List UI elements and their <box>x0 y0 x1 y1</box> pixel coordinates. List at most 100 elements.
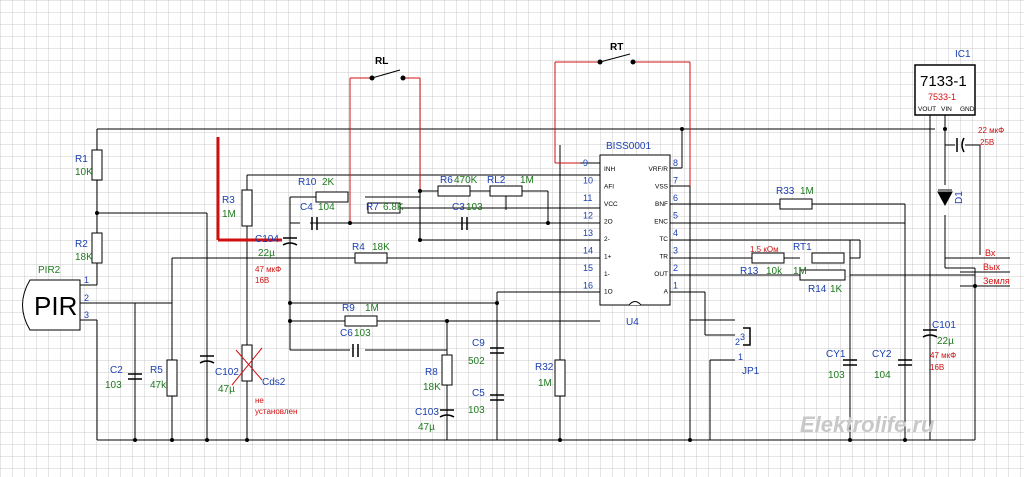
r4-ref: R4 <box>352 242 365 253</box>
chip-pin-name-12: 2O <box>604 219 613 226</box>
r10-val: 2K <box>322 177 335 188</box>
chip-pin-num-15: 15 <box>583 263 593 273</box>
c9-val: 502 <box>468 356 485 367</box>
c101-ref: C101 <box>932 320 956 331</box>
jumper-bracket <box>743 327 751 346</box>
chip-pin-num-10: 10 <box>583 176 593 186</box>
cy2-val: 104 <box>874 370 891 381</box>
chip-pin-num-4: 4 <box>673 228 678 238</box>
chip-pin-name-1: A <box>664 289 669 296</box>
ic1-pin-gnd: GND <box>960 106 975 113</box>
r32-ref: R32 <box>535 362 554 373</box>
c101-note-2: 16В <box>930 363 944 372</box>
r1-ref: R1 <box>75 154 88 165</box>
c104-note-2: 16В <box>255 276 269 285</box>
c101-val: 22µ <box>937 336 954 347</box>
chip-pin-num-1: 1 <box>673 281 678 291</box>
cds2-note-2: установлен <box>255 407 297 416</box>
ic1-pin-vin: VIN <box>941 106 952 113</box>
pir-pin-3: 3 <box>84 310 89 320</box>
chip-pin-name-2: OUT <box>654 271 668 278</box>
r7-val: 6.8K <box>383 202 404 213</box>
chip-pin-name-11: VCC <box>604 201 618 208</box>
c102-ref: C102 <box>215 367 239 378</box>
r7-ref: R7 <box>366 202 379 213</box>
c3-ref: C3 <box>452 202 465 213</box>
chip-pin-name-5: ENC <box>654 219 668 226</box>
switch-rt <box>597 53 636 65</box>
chip-pin-name-8: VRF/R <box>649 166 669 173</box>
pir-pin-1: 1 <box>84 275 89 285</box>
chip-pin-name-10: AFI <box>604 184 614 191</box>
r4-val: 18K <box>372 242 390 253</box>
jp-pin-3: 3 <box>740 332 745 342</box>
c101-note-1: 47 мкФ <box>930 351 956 360</box>
cy2-ref: CY2 <box>872 349 892 360</box>
jp1-ref: JP1 <box>742 366 760 377</box>
chip-pin-num-8: 8 <box>673 158 678 168</box>
switch-rt-label: RT <box>610 42 623 53</box>
chip-name: BISS0001 <box>606 141 651 152</box>
c104-val: 22µ <box>258 248 275 259</box>
ic1-cap-note-2: 25В <box>980 138 994 147</box>
output-vx: Вх <box>985 248 996 258</box>
chip-pin-num-2: 2 <box>673 263 678 273</box>
chip-pin-name-7: VSS <box>655 184 669 191</box>
pir-sensor <box>22 279 81 331</box>
chip-u4 <box>599 154 671 306</box>
r8-ref: R8 <box>425 367 438 378</box>
chip-pin-num-11: 11 <box>583 193 592 203</box>
chip-pin-name-6: BNF <box>655 201 668 208</box>
d1-ref: D1 <box>954 191 965 204</box>
r1-val: 10K <box>75 167 93 178</box>
chip-pin-name-9: INH <box>604 166 616 173</box>
chip-pin-num-7: 7 <box>673 176 678 186</box>
resistors <box>91 149 846 397</box>
chip-pin-name-3: TR <box>659 254 668 261</box>
jp-pin-2: 2 <box>735 337 740 347</box>
c4-val: 104 <box>318 202 335 213</box>
c3-val: 103 <box>466 202 483 213</box>
chip-pin-name-16: 1O <box>604 289 613 296</box>
variable-components <box>231 196 507 386</box>
pir-pin-2: 2 <box>84 293 89 303</box>
junction-dots <box>95 127 977 442</box>
r9-ref: R9 <box>342 303 355 314</box>
c2-val: 103 <box>105 380 122 391</box>
chip-ref: U4 <box>626 317 639 328</box>
chip-pin-name-4: TC <box>659 236 668 243</box>
r33-val: 1M <box>800 186 814 197</box>
rl2-val: 1M <box>520 175 534 186</box>
c104-note-1: 47 мкФ <box>255 265 281 274</box>
chip-pin-num-13: 13 <box>583 228 593 238</box>
output-vyx: Вых <box>983 262 1000 272</box>
chip-pin-num-9: 9 <box>583 158 588 168</box>
r33-ref: R33 <box>776 186 795 197</box>
r5-ref: R5 <box>150 365 163 376</box>
c6-ref: C6 <box>340 328 353 339</box>
rl2-ref: RL2 <box>487 175 506 186</box>
c4-ref: C4 <box>300 202 313 213</box>
chip-pin-name-15: 1- <box>604 271 610 278</box>
r3-ref: R3 <box>222 195 235 206</box>
c102-val: 47µ <box>218 384 235 395</box>
chip-pin-name-14: 1+ <box>604 254 612 261</box>
r10-ref: R10 <box>298 177 317 188</box>
c104-ref: C104 <box>255 234 279 245</box>
chip-pin-num-14: 14 <box>583 246 593 256</box>
chip-pin-num-16: 16 <box>583 281 593 291</box>
cds2-note-1: не <box>255 396 264 405</box>
rt1-ref: RT1 <box>793 242 812 253</box>
diode-d1 <box>937 189 953 207</box>
r6-val: 470K <box>454 175 478 186</box>
jp-pin-1: 1 <box>738 352 743 362</box>
capacitors <box>128 137 965 418</box>
c6-val: 103 <box>354 328 371 339</box>
chip-pin-name-13: 2- <box>604 236 610 243</box>
r2-ref: R2 <box>75 239 88 250</box>
chip-pin-num-12: 12 <box>583 211 593 221</box>
chip-pin-num-5: 5 <box>673 211 678 221</box>
r9-val: 1M <box>365 303 379 314</box>
r6-ref: R6 <box>440 175 453 186</box>
